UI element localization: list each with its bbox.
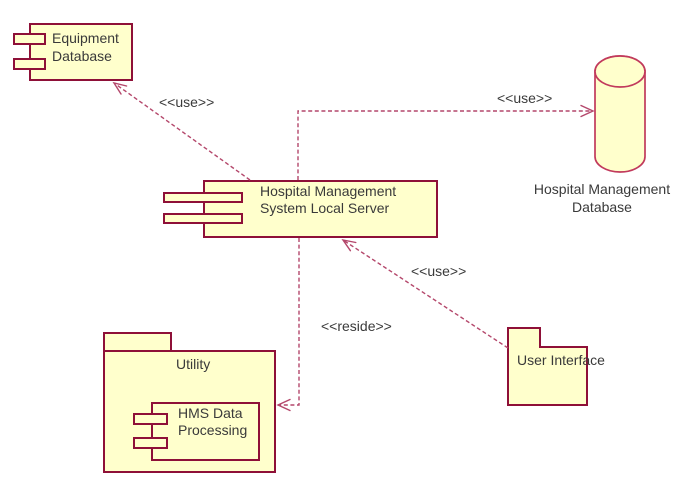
component-tab-icon	[13, 58, 46, 70]
database-cylinder-body[interactable]	[594, 55, 646, 173]
component-tab-icon	[133, 413, 168, 425]
open-arrowhead-icon	[580, 104, 595, 118]
component-tab-icon	[163, 192, 243, 203]
component-tab-icon	[163, 213, 243, 224]
node-hms-database[interactable]	[594, 55, 646, 173]
node-label-utility: Utility	[176, 356, 211, 372]
stereotype-label-reside: <<reside>>	[321, 318, 392, 334]
node-label-hms-database: Hospital Management Database	[533, 181, 671, 215]
package-tab-icon	[103, 332, 172, 350]
dependency-line[interactable]	[297, 110, 592, 180]
stereotype-label-use-database: <<use>>	[497, 90, 553, 106]
node-hms-data-processing[interactable]: HMS Data Processing	[133, 402, 260, 461]
component-tab-icon	[133, 437, 168, 449]
open-arrowhead-icon	[276, 398, 291, 412]
node-equipment-database[interactable]: Equipment Database	[13, 23, 133, 81]
open-arrowhead-icon	[112, 81, 128, 95]
node-label-hms-data-processing: HMS Data Processing	[178, 405, 248, 438]
open-arrowhead-icon	[341, 238, 357, 252]
connector-server-to-database[interactable]	[297, 104, 595, 181]
connector-server-to-processing[interactable]	[276, 238, 300, 412]
stereotype-label-use-equipment: <<use>>	[159, 94, 215, 110]
node-label-hms-local-server: Hospital Management System Local Server	[260, 183, 397, 216]
stereotype-label-use-ui: <<use>>	[411, 263, 467, 279]
node-hms-local-server[interactable]: Hospital Management System Local Server	[163, 180, 438, 238]
node-label-user-interface: User Interface	[517, 352, 605, 368]
dependency-line[interactable]	[278, 238, 300, 406]
node-label-equipment-database: Equipment Database	[52, 30, 119, 64]
database-cylinder-top	[594, 55, 646, 88]
component-tab-icon	[13, 33, 46, 45]
